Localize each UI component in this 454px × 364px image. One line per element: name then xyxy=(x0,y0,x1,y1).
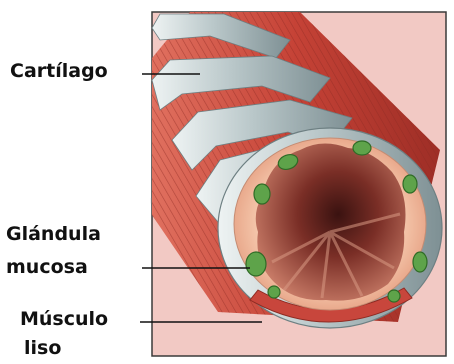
mucous-gland xyxy=(254,184,270,204)
mucous-gland xyxy=(353,141,371,155)
mucous-gland xyxy=(268,286,280,298)
label-mucous-gland-line2: mucosa xyxy=(6,258,88,277)
mucous-gland xyxy=(388,290,400,302)
label-smooth-muscle-line2: liso xyxy=(24,339,61,358)
mucous-gland xyxy=(403,175,417,193)
label-smooth-muscle-line1: Músculo xyxy=(20,310,108,329)
lumen xyxy=(256,143,406,300)
label-cartilage: Cartílago xyxy=(10,62,108,81)
label-mucous-gland-line1: Glándula xyxy=(6,225,101,244)
cross-section xyxy=(218,128,442,328)
mucous-gland xyxy=(246,252,266,276)
mucous-gland xyxy=(413,252,427,272)
